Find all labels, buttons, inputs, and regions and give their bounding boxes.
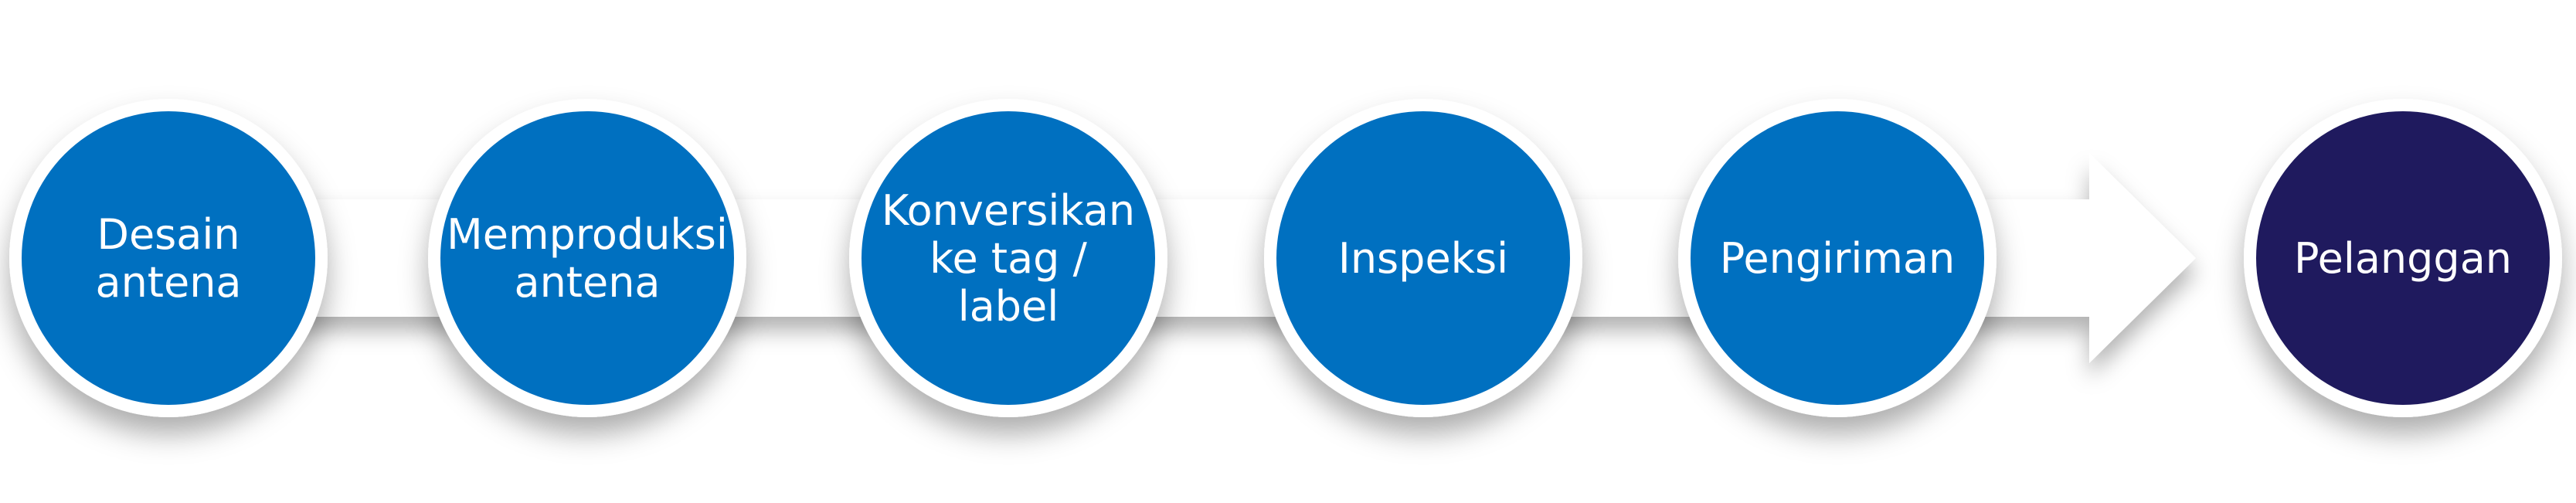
step-circle xyxy=(1691,111,1984,405)
step-label-line: Konversikan xyxy=(882,186,1135,235)
step-circle xyxy=(440,111,734,405)
step-label-line: antena xyxy=(514,258,660,307)
step-circle xyxy=(1276,111,1570,405)
step-pelanggan: Pelanggan xyxy=(2244,99,2562,417)
step-label-line: label xyxy=(958,282,1059,331)
step-label-line: Memproduksi xyxy=(447,210,728,259)
step-label-line: Desain xyxy=(97,210,240,259)
step-label-line: ke tag / xyxy=(929,234,1087,283)
step-label-line: Inspeksi xyxy=(1338,234,1508,283)
step-label-line: Pelanggan xyxy=(2294,234,2512,283)
step-pengiriman: Pengiriman xyxy=(1678,99,1997,417)
step-inspeksi: Inspeksi xyxy=(1264,99,1582,417)
step-label-line: Pengiriman xyxy=(1720,234,1956,283)
process-steps: DesainantenaMemproduksiantenaKonversikan… xyxy=(9,99,2562,417)
step-circle xyxy=(861,111,1155,405)
step-label-line: antena xyxy=(95,258,241,307)
step-circle xyxy=(22,111,315,405)
step-circle xyxy=(2256,111,2550,405)
